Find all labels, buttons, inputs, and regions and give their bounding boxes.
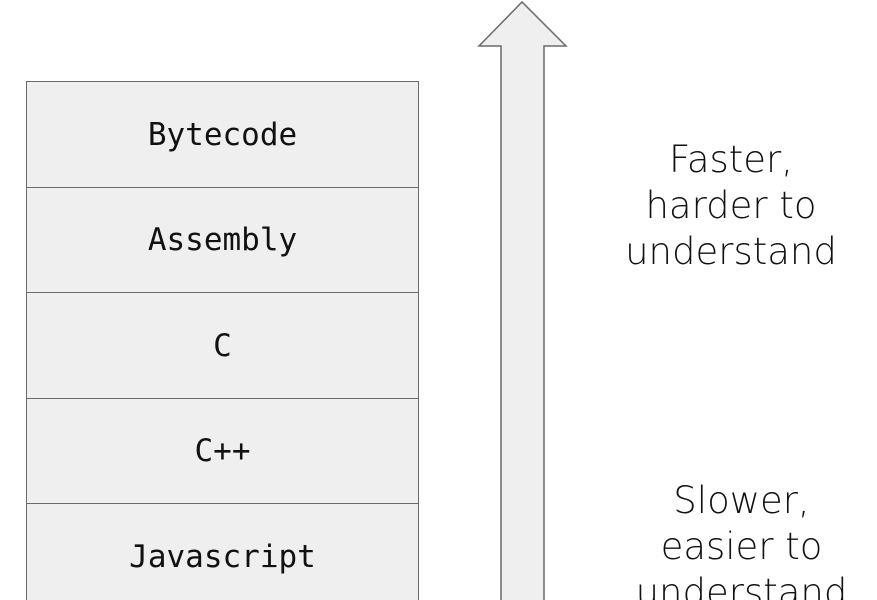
layer-label: C++ <box>194 433 251 469</box>
layer-bytecode: Bytecode <box>26 81 419 188</box>
annotation-line: harder to <box>645 184 817 227</box>
annotation-line: understand <box>625 230 837 273</box>
layer-label: Assembly <box>147 222 298 258</box>
annotation-line: Slower, <box>673 479 810 522</box>
annotation-slower: Slower, easier to understand <box>606 478 877 600</box>
annotation-faster: Faster, harder to understand <box>600 137 862 275</box>
arrow-shape <box>477 0 568 600</box>
annotation-line: Faster, <box>668 138 794 181</box>
layer-c: C <box>26 292 419 399</box>
annotation-line: understand <box>635 571 848 600</box>
layer-label: C <box>213 327 232 364</box>
layer-label: Bytecode <box>147 116 298 153</box>
layer-label: Javascript <box>129 538 316 575</box>
annotation-line: easier to <box>660 525 823 568</box>
layer-javascript: Javascript <box>26 503 419 600</box>
language-stack: Bytecode Assembly C C++ Javascript <box>26 81 419 600</box>
